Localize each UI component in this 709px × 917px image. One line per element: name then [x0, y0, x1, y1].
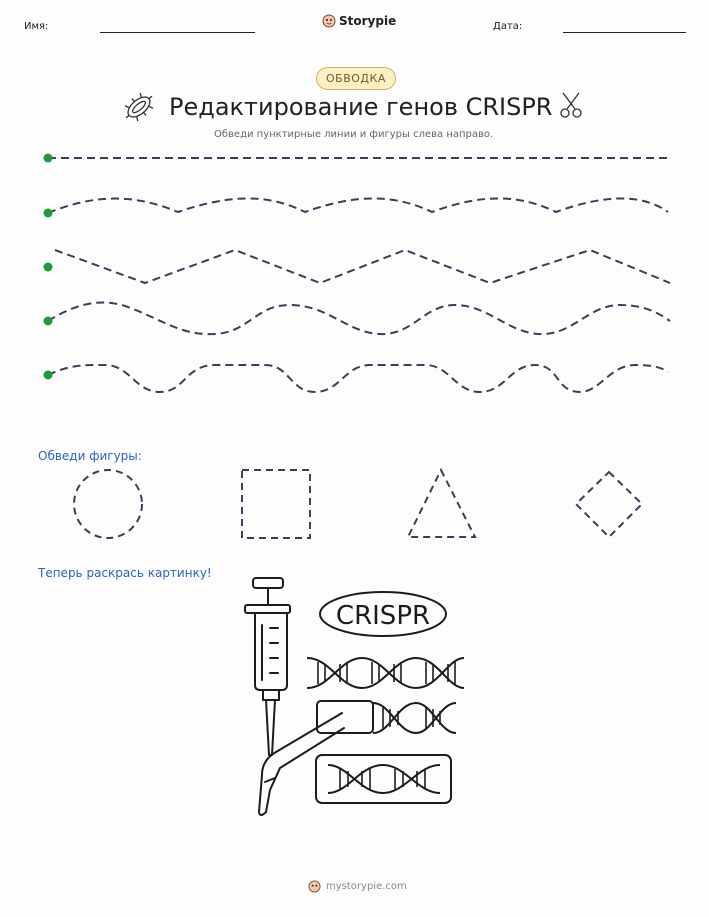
trace-shape-triangle[interactable]	[406, 467, 477, 538]
storypie-logo-icon	[308, 880, 321, 893]
brand-logo: Storypie	[322, 14, 396, 28]
coloring-heading: Теперь раскрась картинку!	[38, 566, 212, 580]
trace-line-gentle-wave[interactable]	[47, 197, 669, 214]
pipette-icon	[258, 712, 345, 816]
start-dot	[43, 316, 53, 326]
storypie-logo-icon	[322, 14, 336, 28]
crispr-oval	[319, 591, 447, 637]
date-field[interactable]	[563, 32, 686, 33]
brand-name: Storypie	[339, 14, 397, 28]
footer-url[interactable]: mystorypie.com	[326, 881, 407, 892]
trace-line-curvy-wave[interactable]	[47, 363, 669, 394]
start-dot	[43, 153, 53, 163]
category-badge: ОБВОДКА	[316, 67, 396, 90]
trace-shape-circle[interactable]	[73, 469, 143, 539]
trace-line-wave[interactable]	[47, 301, 671, 336]
name-field[interactable]	[100, 32, 255, 33]
date-label: Дата:	[493, 21, 523, 32]
dna-icon	[306, 656, 465, 804]
trace-shape-square[interactable]	[241, 469, 311, 539]
start-dot	[43, 262, 53, 272]
start-dot	[43, 208, 53, 218]
page-title: Редактирование генов CRISPR	[169, 93, 553, 121]
trace-shape-diamond[interactable]	[574, 470, 644, 539]
name-label: Имя:	[24, 21, 49, 32]
start-dot	[43, 370, 53, 380]
footer: mystorypie.com	[308, 880, 407, 893]
shapes-heading: Обведи фигуры:	[38, 449, 142, 463]
trace-line-zigzag[interactable]	[54, 248, 671, 285]
crispr-oval-text: CRISPR	[336, 601, 430, 631]
page-subtitle: Обведи пунктирные линии и фигуры слева н…	[214, 129, 494, 140]
syringe-icon	[244, 577, 291, 756]
